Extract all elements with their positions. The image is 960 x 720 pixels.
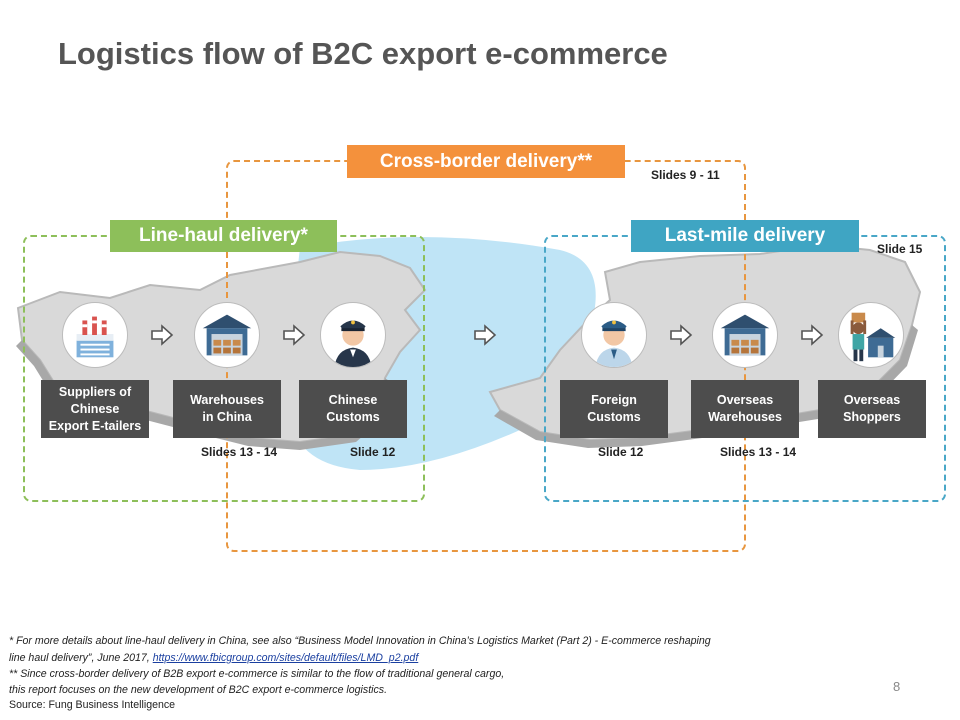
warehouse-icon [194,302,260,368]
cross-border-label: Cross-border delivery** [347,145,625,178]
footnote-link[interactable]: https://www.fbicgroup.com/sites/default/… [152,652,419,664]
last-mile-slides-ref: Slide 15 [877,242,923,256]
node-overseas-warehouses: Overseas Warehouses [691,380,799,438]
customs-officer-icon [320,302,386,368]
node-warehouses-china: Warehouses in China [173,380,281,438]
node-foreign-customs-slides: Slide 12 [598,445,644,459]
footnote-1-line-2: line haul delivery”, June 2017, https://… [9,652,418,664]
customs-officer-icon [581,302,647,368]
last-mile-label: Last-mile delivery [631,220,859,252]
footnote-1-prefix: line haul delivery”, June 2017, [9,652,153,664]
last-mile-zone [544,235,946,502]
flow-arrow-icon [801,324,824,346]
node-overseas-shoppers: Overseas Shoppers [818,380,926,438]
node-foreign-customs: Foreign Customs [560,380,668,438]
warehouse-icon [712,302,778,368]
flow-arrow-icon [151,324,174,346]
footnote-2-line-1: ** Since cross-border delivery of B2B ex… [9,668,505,680]
node-warehouses-china-slides: Slides 13 - 14 [201,445,278,459]
flow-arrow-icon [474,324,497,346]
cross-border-slides-ref: Slides 9 - 11 [651,168,720,182]
flow-arrow-icon [670,324,693,346]
node-suppliers: Suppliers of Chinese Export E-tailers [41,380,149,438]
footnote-1-line-1: * For more details about line-haul deliv… [9,635,711,647]
page-title: Logistics flow of B2C export e-commerce [58,36,668,71]
shopper-icon [838,302,904,368]
page-number: 8 [893,679,901,694]
node-chinese-customs-slides: Slide 12 [350,445,396,459]
flow-arrow-icon [283,324,306,346]
node-chinese-customs: Chinese Customs [299,380,407,438]
line-haul-label: Line-haul delivery* [110,220,337,252]
node-overseas-warehouses-slides: Slides 13 - 14 [720,445,797,459]
factory-icon [62,302,128,368]
source-note: Source: Fung Business Intelligence [9,699,176,711]
footnote-2-line-2: this report focuses on the new developme… [9,684,388,696]
